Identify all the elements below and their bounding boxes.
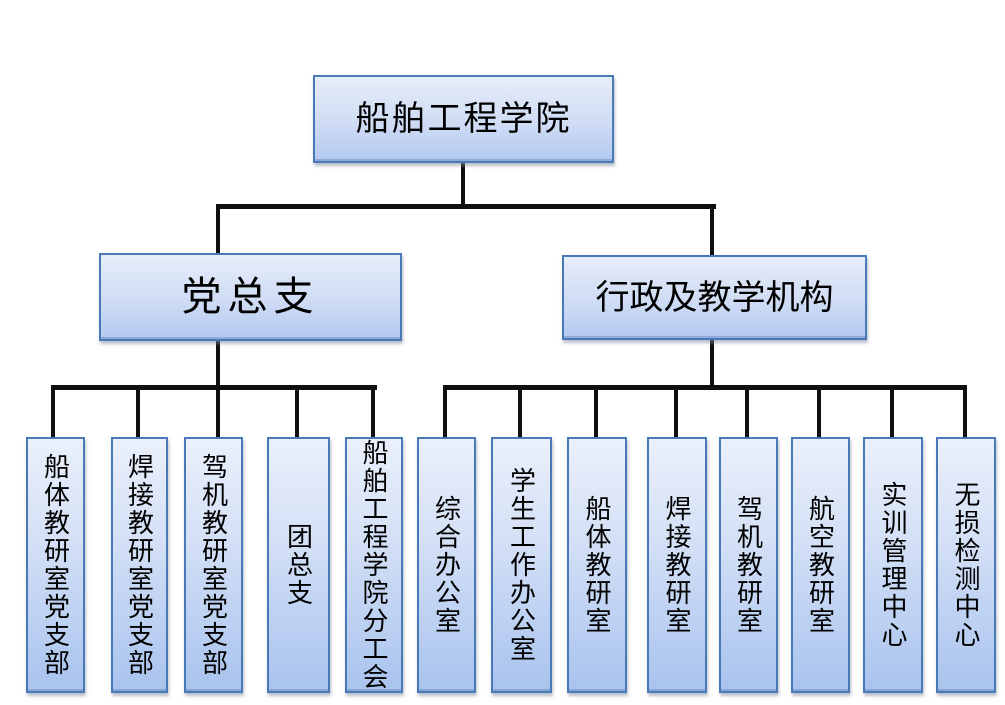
node-hull-teaching-office: 船体教研室 <box>567 437 627 693</box>
connector-drop-7 <box>518 385 522 437</box>
connector-drop-6 <box>443 385 447 437</box>
connector-drop-4 <box>295 385 299 437</box>
connector-drop-5 <box>371 385 375 437</box>
node-youth-league-general-branch: 团总支 <box>267 437 330 693</box>
connector-party-down <box>216 340 220 390</box>
node-college-root-label: 船舶工程学院 <box>355 100 572 138</box>
node-college-trade-union-branch: 船舶工程学院分工会 <box>345 437 403 693</box>
node-practical-training-center-label: 实训管理中心 <box>878 481 908 649</box>
connector-root-stem <box>461 163 465 207</box>
node-welding-teaching-office-label: 焊接教研室 <box>662 495 692 635</box>
node-college-root: 船舶工程学院 <box>313 75 614 163</box>
node-hull-teaching-office-label: 船体教研室 <box>582 495 612 635</box>
connector-drop-1 <box>51 385 55 437</box>
connector-drop-10 <box>745 385 749 437</box>
connector-drop-3 <box>216 385 220 437</box>
node-ndt-center: 无损检测中心 <box>936 437 996 693</box>
node-practical-training-center: 实训管理中心 <box>863 437 923 693</box>
node-ndt-center-label: 无损检测中心 <box>951 481 981 649</box>
node-youth-league-general-branch-label: 团总支 <box>283 523 314 607</box>
connector-admin-down <box>710 339 714 390</box>
node-admin-teaching-orgs: 行政及教学机构 <box>562 255 867 340</box>
connector-level1-crossbar <box>216 204 716 209</box>
connector-drop-2 <box>136 385 140 437</box>
connector-drop-11 <box>817 385 821 437</box>
node-piloting-teaching-office-party-branch-label: 驾机教研室党支部 <box>198 453 229 677</box>
node-admin-teaching-orgs-label: 行政及教学机构 <box>595 278 834 317</box>
connector-drop-12 <box>890 385 894 437</box>
node-student-affairs-office: 学生工作办公室 <box>491 437 552 693</box>
connector-party-crossbar <box>51 385 377 390</box>
connector-drop-8 <box>594 385 598 437</box>
node-aviation-teaching-office-label: 航空教研室 <box>805 495 836 635</box>
node-piloting-teaching-office: 驾机教研室 <box>719 437 778 693</box>
node-party-general-branch-label: 党总支 <box>181 275 320 319</box>
node-college-trade-union-branch-label: 船舶工程学院分工会 <box>359 439 389 691</box>
connector-admin-stem <box>710 204 714 256</box>
node-hull-teaching-office-party-branch-label: 船体教研室党支部 <box>40 453 71 677</box>
node-student-affairs-office-label: 学生工作办公室 <box>506 467 537 663</box>
node-general-office-label: 综合办公室 <box>431 495 462 635</box>
node-general-office: 综合办公室 <box>417 437 476 693</box>
node-welding-teaching-office: 焊接教研室 <box>647 437 707 693</box>
node-welding-teaching-office-party-branch-label: 焊接教研室党支部 <box>124 453 155 677</box>
connector-drop-9 <box>674 385 678 437</box>
node-piloting-teaching-office-party-branch: 驾机教研室党支部 <box>184 437 243 693</box>
connector-party-stem <box>216 204 220 254</box>
node-aviation-teaching-office: 航空教研室 <box>791 437 850 693</box>
node-piloting-teaching-office-label: 驾机教研室 <box>733 495 764 635</box>
connector-drop-13 <box>963 385 967 437</box>
node-hull-teaching-office-party-branch: 船体教研室党支部 <box>26 437 85 693</box>
node-party-general-branch: 党总支 <box>99 253 402 341</box>
node-welding-teaching-office-party-branch: 焊接教研室党支部 <box>111 437 168 693</box>
connector-admin-crossbar <box>443 385 967 390</box>
